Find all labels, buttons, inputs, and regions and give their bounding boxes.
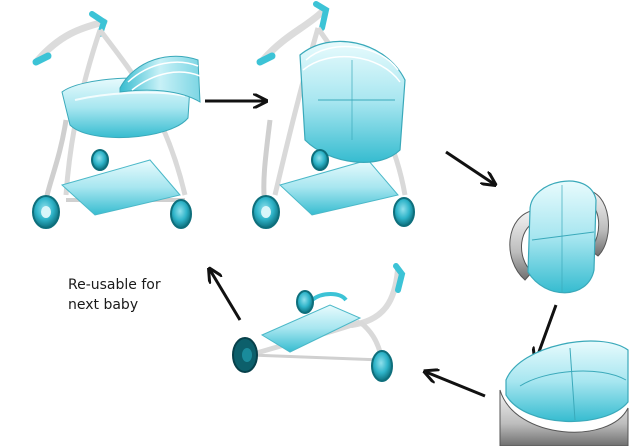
wheel-icon <box>92 150 108 170</box>
arrow-up-left-icon <box>210 270 240 320</box>
rocker-cushion <box>506 341 628 421</box>
caption-line-2: next baby <box>68 295 198 315</box>
stroller-bassinet-illustration <box>33 14 200 228</box>
caption-line-1: Re-usable for <box>68 275 198 295</box>
wheel-icon <box>297 291 313 313</box>
storage-basket <box>280 160 398 215</box>
rocker-illustration <box>500 341 628 446</box>
reusable-caption: Re-usable for next baby <box>68 275 198 315</box>
detached-seat-illustration <box>510 181 609 293</box>
wheel-icon <box>394 198 414 226</box>
stroller-frame-illustration <box>233 266 402 381</box>
arrow-down-right-icon <box>446 152 494 184</box>
wheel-icon <box>312 150 328 170</box>
wheel-icon <box>171 200 191 228</box>
handle-bar <box>352 270 398 325</box>
storage-basket <box>62 160 180 215</box>
arrow-left-icon <box>426 372 485 396</box>
stroller-seat-illustration <box>253 4 414 228</box>
wheel-icon <box>372 351 392 381</box>
